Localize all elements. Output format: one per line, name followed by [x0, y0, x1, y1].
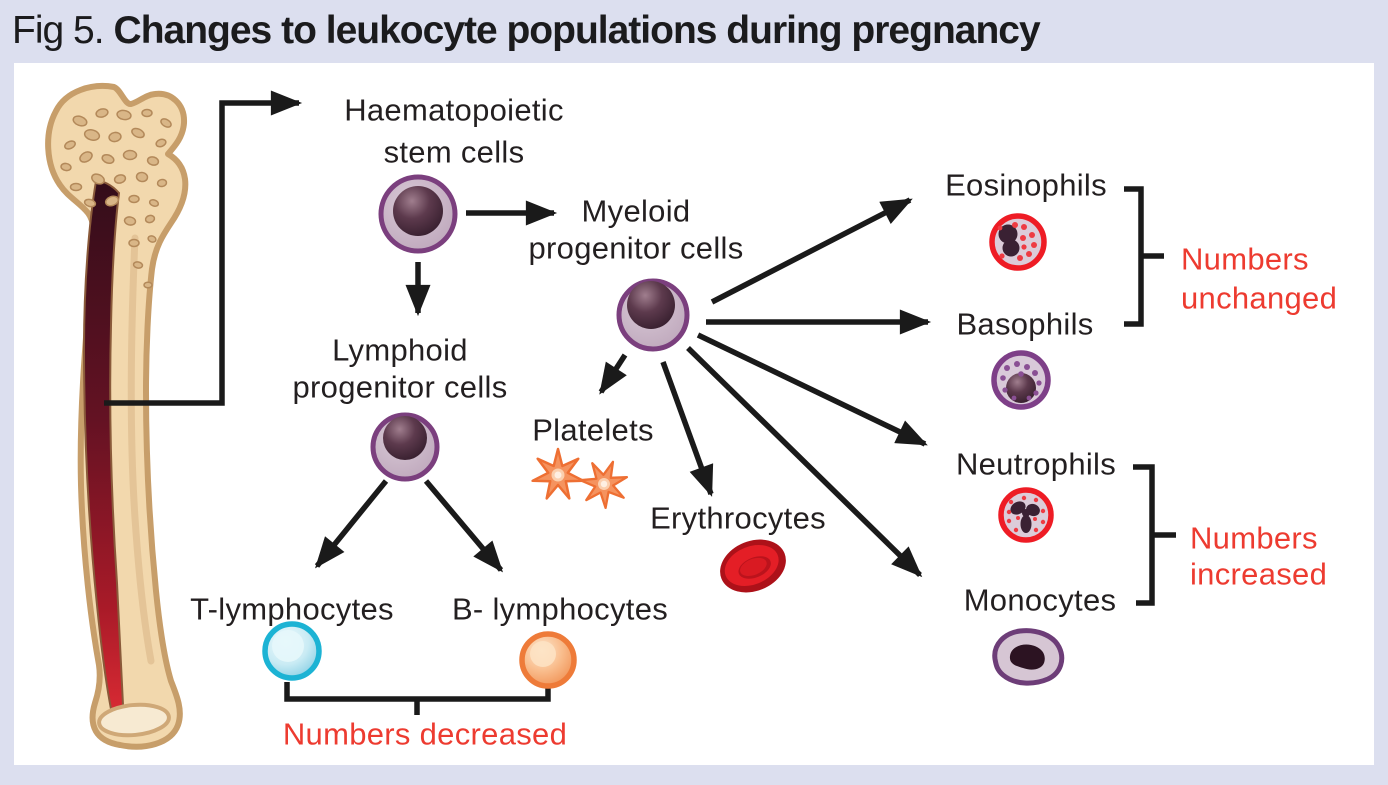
t-lymphocyte-cell-icon — [262, 621, 322, 681]
myeloid-to-monocyte-arrow — [686, 346, 923, 578]
node-labels: Haematopoietic stem cells Myeloid progen… — [190, 93, 1116, 627]
page-title: Changes to leukocyte populations during … — [113, 9, 1041, 52]
myeloid-progenitor-cell-icon — [616, 278, 690, 352]
bone-to-hsc-arrow — [104, 90, 303, 406]
numbers-increased-line1: Numbers — [1190, 521, 1318, 556]
annotation-labels: Numbers decreased Numbers unchanged Numb… — [283, 242, 1337, 752]
diagram-panel: Haematopoietic stem cells Myeloid progen… — [14, 63, 1374, 765]
monocytes-label: Monocytes — [964, 583, 1117, 618]
myeloid-to-neutrophil-arrow — [696, 332, 928, 447]
increased-bracket — [1133, 464, 1176, 606]
b-lymphocyte-cell-icon — [519, 631, 577, 689]
platelets-icon — [531, 447, 629, 510]
lymphoid-to-t-arrow — [314, 479, 389, 569]
neutrophil-cell-icon — [998, 487, 1054, 543]
erythrocyte-cell-icon — [720, 539, 786, 593]
myeloid-to-erythrocyte-arrow — [660, 361, 714, 497]
lymphoid-to-b-arrow — [423, 479, 504, 573]
b-lymphocytes-label: B- lymphocytes — [452, 592, 668, 627]
numbers-decreased-label: Numbers decreased — [283, 717, 567, 752]
myeloid-to-platelet-arrow — [598, 353, 628, 395]
spongy-bone-texture — [60, 108, 172, 289]
arrows — [104, 90, 932, 578]
eosinophils-label: Eosinophils — [945, 168, 1107, 203]
haematopoietic-stem-cell-icon — [378, 174, 458, 254]
myeloid-to-eosinophil-arrow — [710, 197, 913, 305]
decreased-bracket — [284, 682, 551, 715]
neutrophils-label: Neutrophils — [956, 447, 1116, 482]
myeloid-label-line2: progenitor cells — [528, 231, 743, 266]
bone-shaft-highlight — [127, 234, 155, 665]
numbers-unchanged-line1: Numbers — [1181, 242, 1309, 277]
basophil-cell-icon — [991, 350, 1051, 410]
bone-end-patch — [97, 702, 171, 738]
myeloid-label-line1: Myeloid — [582, 194, 691, 229]
monocyte-cell-icon — [992, 628, 1065, 686]
platelets-label: Platelets — [532, 413, 654, 448]
lymphoid-label-line1: Lymphoid — [332, 333, 468, 368]
lymphoid-progenitor-cell-icon — [370, 412, 440, 482]
hsc-label-line1: Haematopoietic — [344, 93, 564, 128]
bone-marrow-icon — [45, 83, 189, 750]
numbers-increased-line2: increased — [1190, 557, 1327, 592]
figure-caption: Fig 5. Changes to leukocyte populations … — [12, 0, 1041, 62]
leukocyte-diagram: Haematopoietic stem cells Myeloid progen… — [45, 83, 1337, 752]
basophils-label: Basophils — [956, 307, 1093, 342]
eosinophil-cell-icon — [989, 213, 1047, 271]
hsc-label-line2: stem cells — [384, 135, 525, 170]
lymphoid-label-line2: progenitor cells — [292, 370, 507, 405]
erythrocytes-label: Erythrocytes — [650, 501, 826, 536]
t-lymphocytes-label: T-lymphocytes — [190, 592, 394, 627]
figure-number: Fig 5. — [12, 9, 105, 52]
unchanged-bracket — [1124, 186, 1164, 327]
numbers-unchanged-line2: unchanged — [1181, 281, 1337, 316]
